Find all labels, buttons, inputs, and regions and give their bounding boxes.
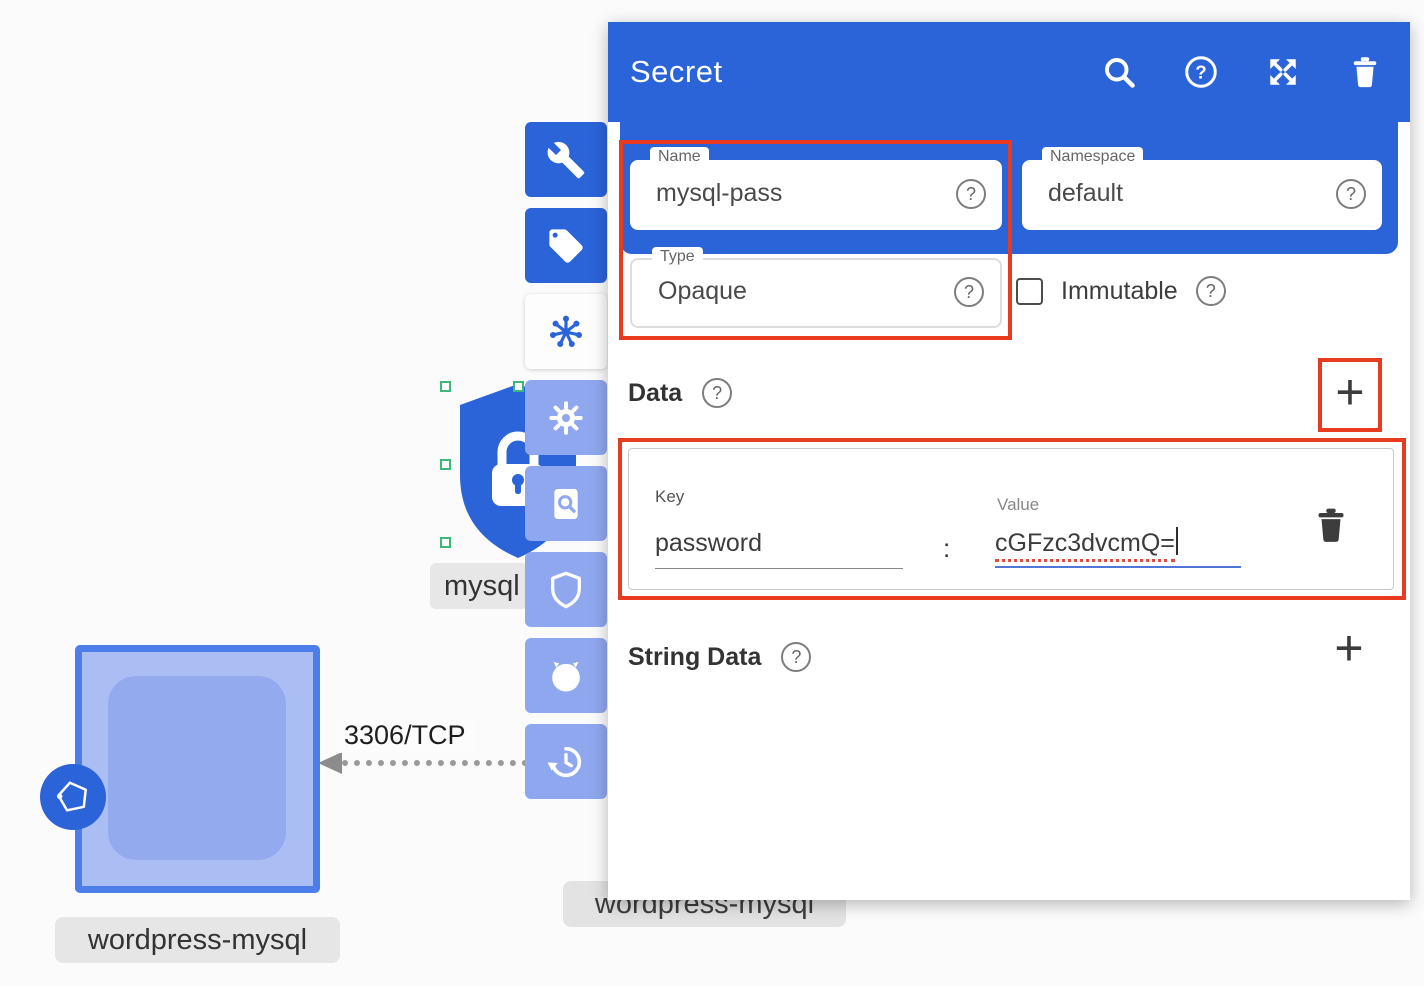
selection-handle[interactable] [440, 381, 451, 392]
immutable-help-button[interactable]: ? [1195, 276, 1226, 306]
wrench-icon [547, 141, 585, 178]
pod-badge [40, 764, 106, 830]
tag-icon [549, 228, 583, 263]
value-input-text: cGFzc3dvcmQ= [995, 529, 1175, 562]
node-toolbar [525, 122, 607, 799]
key-input-text: password [655, 529, 762, 557]
namespace-field-value: default [1048, 179, 1124, 207]
type-field-value: Opaque [658, 277, 747, 305]
name-field[interactable]: Name mysql-pass ? [630, 147, 1002, 230]
help-button[interactable]: ? [1182, 53, 1220, 91]
immutable-checkbox[interactable] [1016, 277, 1043, 305]
secret-node-label: mysql [430, 563, 528, 609]
selection-handle[interactable] [513, 381, 524, 392]
toolbar-history-button[interactable] [525, 724, 607, 799]
history-icon [547, 746, 582, 777]
data-help-button[interactable]: ? [702, 378, 733, 408]
immutable-row: Immutable ? [1016, 276, 1226, 306]
search-icon [1105, 58, 1135, 88]
edge-line[interactable] [342, 760, 528, 766]
github-icon [552, 661, 580, 691]
secret-panel: Secret ? [608, 22, 1410, 900]
toolbar-kubernetes-button[interactable] [525, 294, 607, 369]
string-data-help-button[interactable]: ? [781, 642, 812, 672]
delete-data-row-button[interactable] [1309, 501, 1353, 549]
key-label: Key [655, 487, 685, 506]
search-button[interactable] [1100, 53, 1138, 91]
type-help-button[interactable]: ? [954, 277, 984, 307]
pod-node[interactable] [75, 645, 320, 893]
pod-node-inner [108, 676, 286, 860]
panel-header-icons: ? [1100, 53, 1384, 91]
string-data-section-header: String Data ? [628, 642, 812, 672]
toolbar-shield-button[interactable] [525, 552, 607, 627]
pentagon-icon [57, 781, 87, 812]
shield-icon [551, 571, 581, 608]
data-row: Key password : Value cGFzc3dvcmQ= [628, 448, 1394, 590]
search-document-icon [554, 488, 578, 519]
delete-button[interactable] [1346, 53, 1384, 91]
trash-icon [1353, 57, 1377, 88]
data-section-title: Data [628, 378, 683, 407]
svg-text:?: ? [1195, 61, 1206, 82]
gear-icon [549, 400, 583, 435]
toolbar-wrench-button[interactable] [525, 122, 607, 197]
kubernetes-icon [550, 315, 582, 347]
string-data-section-title: String Data [628, 642, 762, 671]
edge-label: 3306/TCP [336, 718, 474, 753]
toolbar-search-document-button[interactable] [525, 466, 607, 541]
type-field-label: Type [652, 247, 703, 267]
toolbar-github-button[interactable] [525, 638, 607, 713]
namespace-field[interactable]: Namespace default ? [1022, 147, 1382, 230]
namespace-help-button[interactable]: ? [1336, 179, 1366, 209]
panel-header: Secret ? [608, 22, 1410, 122]
add-data-button[interactable]: + [1335, 364, 1365, 420]
edge-arrowhead-icon [318, 752, 342, 774]
name-help-button[interactable]: ? [956, 179, 986, 209]
name-field-value: mysql-pass [656, 179, 783, 207]
help-icon: ? [1185, 56, 1217, 88]
data-section-header: Data ? [628, 378, 733, 408]
key-input[interactable]: password [655, 529, 903, 569]
namespace-field-label: Namespace [1042, 147, 1144, 167]
add-string-data-button[interactable]: + [1334, 620, 1364, 676]
panel-title: Secret [630, 54, 723, 89]
toolbar-gear-button[interactable] [525, 380, 607, 455]
value-input[interactable]: cGFzc3dvcmQ= [995, 527, 1241, 568]
immutable-label: Immutable [1061, 276, 1178, 305]
value-label: Value [997, 495, 1040, 514]
selection-handle[interactable] [440, 537, 451, 548]
text-caret [1175, 527, 1179, 555]
toolbar-tag-button[interactable] [525, 208, 607, 283]
key-value-separator: : [943, 533, 951, 563]
name-field-label: Name [650, 147, 709, 167]
expand-button[interactable] [1264, 53, 1302, 91]
pod-node-label: wordpress-mysql [55, 917, 340, 963]
trash-icon [1318, 508, 1344, 542]
expand-icon [1270, 59, 1296, 85]
type-field[interactable]: Type Opaque ? [630, 247, 1002, 328]
selection-handle[interactable] [440, 459, 451, 470]
